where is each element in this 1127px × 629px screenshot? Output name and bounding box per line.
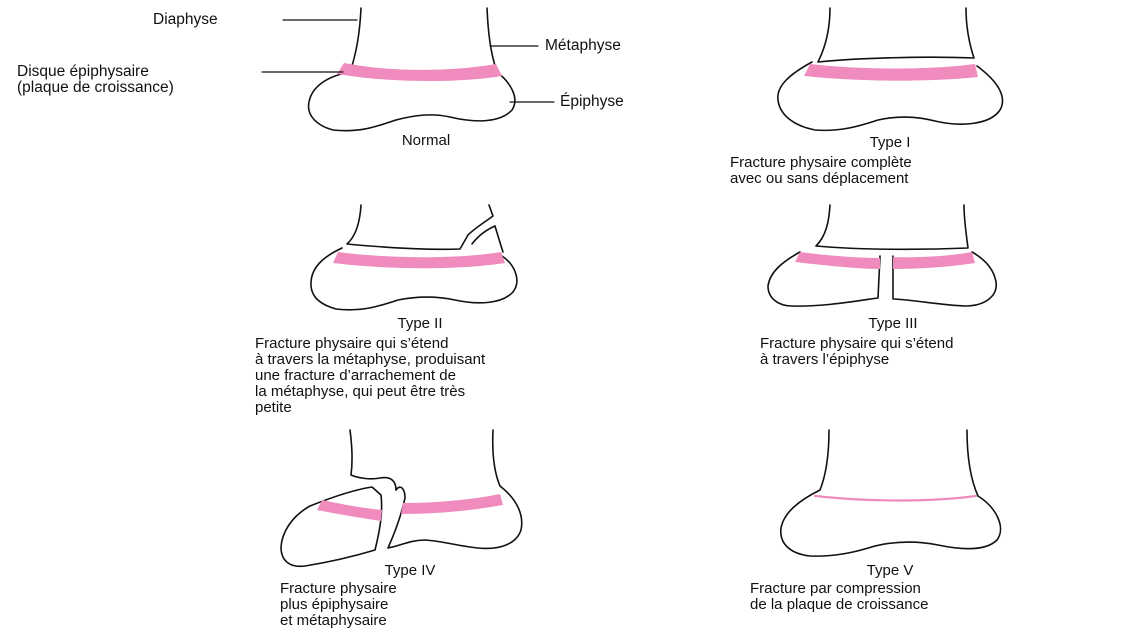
label-epiphyse: Épiphyse: [560, 94, 624, 110]
metaphyseal-fragment: [472, 226, 503, 252]
bone-type5: [781, 430, 1001, 556]
bone-type4: [281, 430, 522, 566]
desc-line: petite: [255, 400, 485, 416]
desc-line: la métaphyse, qui peut être très: [255, 384, 485, 400]
caption-type3-desc: Fracture physaire qui s’étend à travers …: [760, 336, 953, 368]
growth-plate-right: [401, 494, 503, 514]
desc-line: Fracture physaire: [280, 581, 397, 597]
caption-type2-title: Type II: [370, 316, 470, 332]
growth-plate: [333, 252, 505, 268]
desc-line: Fracture par compression: [750, 581, 928, 597]
label-disque-line2: (plaque de croissance): [17, 80, 174, 96]
desc-line: plus épiphysaire: [280, 597, 397, 613]
desc-line: et métaphysaire: [280, 613, 397, 629]
desc-line: à travers la métaphyse, produisant: [255, 352, 485, 368]
caption-type3-title: Type III: [843, 316, 943, 332]
growth-plate: [804, 64, 978, 81]
label-disque-line1: Disque épiphysaire: [17, 64, 174, 80]
bone-type1: [778, 8, 1003, 130]
label-disque-epiphysaire: Disque épiphysaire (plaque de croissance…: [17, 64, 174, 96]
bone-outline: [818, 8, 974, 62]
caption-normal-title: Normal: [376, 133, 476, 149]
desc-line: Fracture physaire qui s’étend: [255, 336, 485, 352]
caption-type4-title: Type IV: [360, 563, 460, 579]
desc-line: une fracture d’arrachement de: [255, 368, 485, 384]
label-diaphyse: Diaphyse: [153, 12, 218, 28]
fragment-left: [281, 487, 382, 566]
bone-outline: [781, 430, 1001, 556]
caption-type2-desc: Fracture physaire qui s’étend à travers …: [255, 336, 485, 416]
bone-type2: [311, 205, 517, 310]
caption-type1-title: Type I: [840, 135, 940, 151]
growth-plate-left: [317, 500, 382, 521]
label-metaphyse: Métaphyse: [545, 38, 621, 54]
caption-type1-desc: Fracture physaire complète avec ou sans …: [730, 155, 912, 187]
growth-plate-left: [795, 252, 880, 269]
bone-normal: [262, 8, 554, 131]
growth-plate: [337, 63, 502, 81]
caption-type5-title: Type V: [840, 563, 940, 579]
growth-plate-right: [893, 252, 975, 269]
bone-outline: [816, 205, 968, 249]
compressed-growth-plate: [815, 496, 976, 501]
caption-type4-desc: Fracture physaire plus épiphysaire et mé…: [280, 581, 397, 629]
desc-line: Fracture physaire qui s’étend: [760, 336, 953, 352]
desc-line: Fracture physaire complète: [730, 155, 912, 171]
desc-line: à travers l’épiphyse: [760, 352, 953, 368]
caption-type5-desc: Fracture par compression de la plaque de…: [750, 581, 928, 613]
bone-outline-shaft: [350, 430, 396, 490]
bone-outline: [347, 205, 493, 249]
bone-outline-right: [388, 430, 522, 548]
desc-line: avec ou sans déplacement: [730, 171, 912, 187]
bone-type3: [768, 205, 996, 306]
desc-line: de la plaque de croissance: [750, 597, 928, 613]
